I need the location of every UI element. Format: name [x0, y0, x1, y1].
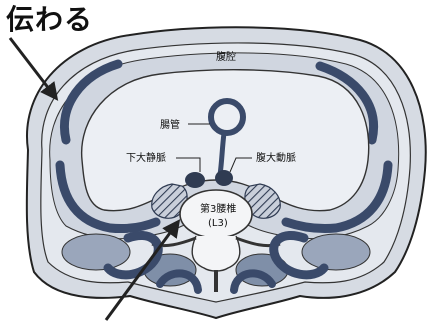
label-intestine: 腸管 — [160, 118, 180, 131]
label-vertebra-line1: 第3腰椎 — [200, 202, 236, 215]
arrow-upper-left — [10, 38, 56, 98]
aorta-vessel — [215, 170, 233, 186]
label-ivc: 下大静脈 — [126, 151, 166, 164]
label-aorta: 腹大動脈 — [256, 151, 296, 164]
back-muscle-left-outer — [62, 234, 130, 270]
label-cavity: 腹腔 — [216, 50, 236, 63]
vertebral-arch — [192, 236, 240, 271]
ivc-vessel — [185, 172, 205, 188]
label-vertebra-line2: (L3) — [208, 218, 228, 229]
back-muscle-right-outer — [302, 234, 370, 270]
intestine-loop — [211, 101, 243, 133]
